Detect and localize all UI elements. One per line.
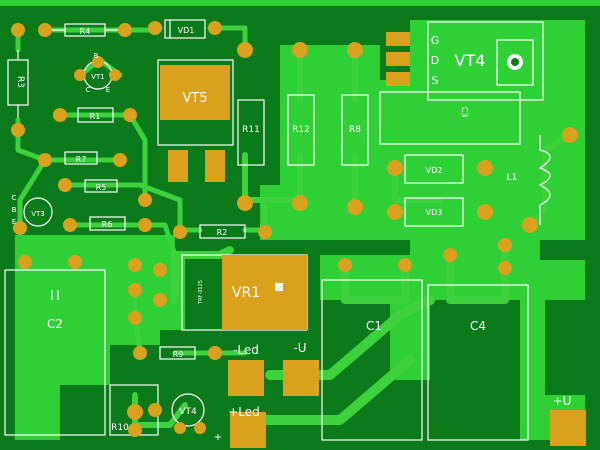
label-vt4-g: G — [431, 34, 440, 47]
label-r5: R5 — [96, 183, 107, 192]
vt5-body — [160, 65, 230, 120]
label-vd2: VD2 — [426, 166, 443, 175]
label-vt3-b: B — [12, 206, 17, 214]
pad-plus-led — [230, 412, 266, 448]
label-vt4-d: D — [431, 54, 439, 67]
c2-outline — [4, 269, 106, 436]
vd2-outline — [404, 154, 464, 184]
label-r3: R3 — [15, 76, 25, 88]
label-r9: R9 — [173, 350, 184, 359]
label-vt3: VT3 — [31, 210, 45, 218]
label-r12: R12 — [292, 125, 310, 135]
vt4-big-outline — [427, 21, 544, 101]
label-vt4-big: VT4 — [455, 51, 486, 70]
label-l1: L1 — [507, 173, 518, 183]
label-r7: R7 — [76, 155, 87, 164]
round-pads — [11, 21, 578, 437]
label-r8: R8 — [349, 125, 361, 135]
label-plus-led: +Led — [228, 405, 260, 419]
label-r4: R4 — [80, 27, 91, 36]
r8-outline — [341, 94, 369, 166]
label-c3: C3 — [460, 107, 469, 118]
r1-outline — [77, 107, 114, 123]
label-c1: C1 — [366, 319, 382, 333]
label-r11: R11 — [242, 125, 260, 135]
vd1-outline — [164, 19, 206, 39]
label-plus-small: + — [214, 432, 222, 443]
label-vt1-e: E — [106, 86, 110, 94]
label-vr1: VR1 — [232, 285, 260, 301]
c4-outline — [427, 284, 529, 441]
pad-plus-u — [550, 410, 586, 446]
label-r6: R6 — [102, 220, 113, 229]
pad-minus-u — [283, 360, 319, 396]
label-vt1-c: C — [86, 86, 91, 94]
l1-coil — [538, 135, 551, 225]
label-vd1: VD1 — [178, 26, 195, 35]
label-vt1-b: B — [94, 52, 99, 60]
label-vt3-c: C — [12, 194, 17, 202]
vt3-outline — [23, 197, 53, 227]
r12-outline — [287, 94, 315, 166]
label-vr1-small: TRF-0125 — [198, 280, 204, 305]
label-vt3-e: E — [12, 218, 16, 226]
r7-outline — [64, 151, 98, 165]
r9-outline — [159, 346, 196, 360]
label-r2: R2 — [217, 228, 228, 237]
r2-outline — [199, 224, 246, 239]
component-bodies — [160, 32, 586, 448]
c3-outline — [379, 91, 521, 145]
r5-outline — [84, 179, 118, 193]
label-plus-u: +U — [553, 394, 572, 408]
vt5-outline — [157, 59, 234, 146]
vt4-tab — [496, 39, 534, 86]
r6-outline — [89, 216, 126, 231]
label-c4: C4 — [470, 319, 486, 333]
vt4-small-outline — [171, 393, 205, 427]
label-r1: R1 — [90, 112, 101, 121]
label-minus-led: -Led — [233, 343, 259, 357]
label-vt4-small: VT4 — [179, 407, 197, 417]
labels: R3 R4 VD1 VT1 B C E R1 R7 R5 R6 VT3 C B … — [12, 26, 572, 443]
label-minus-u: -U — [293, 341, 306, 355]
vd3-outline — [404, 197, 464, 227]
r11-outline — [237, 99, 265, 166]
label-vt4-s: S — [432, 74, 439, 87]
label-r10: R10 — [111, 423, 129, 433]
vr1-body — [222, 255, 307, 330]
pad-minus-led — [228, 360, 264, 396]
label-vd3: VD3 — [426, 208, 443, 217]
label-c2: C2 — [47, 317, 63, 331]
c1-outline — [321, 279, 423, 441]
label-vt1: VT1 — [91, 73, 105, 81]
label-vt5: VT5 — [182, 91, 207, 106]
